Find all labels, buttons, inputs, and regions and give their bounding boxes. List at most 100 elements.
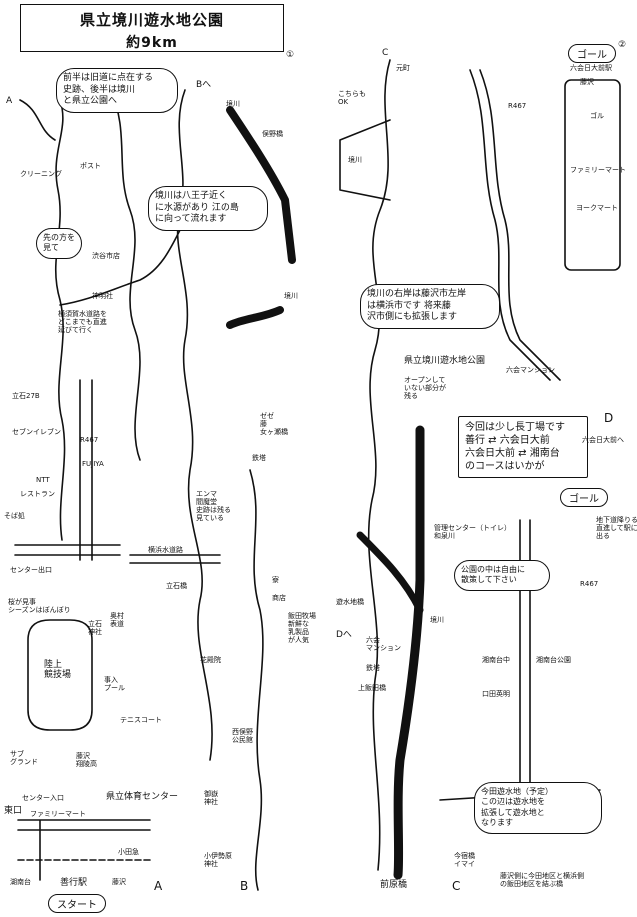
start-label: スタート xyxy=(48,894,106,913)
label-shop: 商店 xyxy=(272,594,286,602)
label-motomachi: 元町 xyxy=(396,64,410,72)
note-line: 今田遊水地（予定） xyxy=(481,787,553,796)
label-line: プール xyxy=(104,684,125,693)
station-rokkai: 六会日大前 xyxy=(499,435,550,446)
label-cleaning: クリーニング xyxy=(20,170,62,178)
label-kuchida: 口田英明 xyxy=(482,690,510,698)
label-kochira-ok: こちらも OK xyxy=(338,90,366,106)
note-line: のコースはいかが xyxy=(465,461,545,472)
label-nishimatano-hall: 西俣野 公民館 xyxy=(232,728,253,744)
label-line: OK xyxy=(338,98,349,107)
label-megase-bridge: ゼゼ 藤 女ヶ瀬橋 xyxy=(260,412,288,436)
label-line: の飯田地区を結ぶ橋 xyxy=(500,880,563,889)
label-maebara-bridge: 前原橋 xyxy=(380,880,408,890)
label-park: 県立境川遊水地公園 xyxy=(404,356,486,366)
label-shinmei-shrine: 神明社 xyxy=(92,292,113,300)
road-a-water xyxy=(59,229,181,306)
label-shibuya: 渋谷市店 xyxy=(92,252,120,260)
label-underpass: 地下道降りる 直進して駅に 出る xyxy=(596,516,637,540)
label-tachiishi-27b: 立石27B xyxy=(12,392,40,400)
road-b-yokohama xyxy=(129,554,221,564)
label-tachiishi-shrine: 立石 神社 xyxy=(88,620,102,636)
note-park-stroll: 公園の中は自由に 散策して下さい xyxy=(454,560,550,591)
label-kamiiida-bridge: 上飯田橋 xyxy=(358,684,386,692)
road-c-r467 xyxy=(479,69,561,381)
label-admin-center: 管理センター（トイレ） 和泉川 xyxy=(434,524,511,540)
label-tachiishi-bridge: 立石橋 xyxy=(166,582,187,590)
label-fujisawa-ryoto: 藤沢 翔陵高 xyxy=(76,752,97,768)
label-shonandai-middle: 湘南台中 xyxy=(482,656,510,664)
label-line: エンマ xyxy=(196,490,217,498)
label-line: 出る xyxy=(596,532,610,541)
note-route-2: 六会日大前 ⇄ 湘南台 xyxy=(465,448,560,459)
label-line: グランド xyxy=(10,758,38,767)
label-line: 事入 xyxy=(104,676,118,684)
label-r467-c: R467 xyxy=(580,580,599,588)
label-line: 和泉川 xyxy=(434,532,455,541)
label-matano-bridge: 俣野橋 xyxy=(262,130,283,138)
label-not-open: オープンして いない部分が 残る xyxy=(404,376,446,400)
label-line: 見ている xyxy=(196,514,224,523)
label-center-exit: センター出口 xyxy=(10,566,52,574)
label-line: 神社 xyxy=(204,798,218,807)
note-line: 今回は少し長丁場です xyxy=(465,422,565,433)
label-line: 新鮮な xyxy=(288,620,309,629)
label-line: 飯田牧場 xyxy=(288,612,316,620)
river-c-upper xyxy=(356,531,424,614)
label-r467-a: R467 xyxy=(80,436,99,444)
note-line: なります xyxy=(481,818,513,828)
label-enma-hall: エンマ 閻魔堂 史跡は残る 見ている xyxy=(196,490,231,522)
map-distance: 約9km xyxy=(126,35,178,51)
label-yokohama-water: 横須賀水道路を どこまでも直進 延びて行く xyxy=(58,310,107,334)
title-box: 県立境川遊水地公園 約9km xyxy=(20,4,284,52)
label-restaurant: レストラン xyxy=(20,490,55,498)
label-imajuku-bridge: 今宿橋 イマイ xyxy=(454,852,475,868)
label-line: ゼゼ xyxy=(260,412,274,420)
label-line: 西俣野 xyxy=(232,728,253,736)
label-line: シーズンはぼんぼり xyxy=(8,606,71,615)
note-border: 境川の右岸は藤沢市左岸 は横浜市です 将来藤 沢市側にも拡張します xyxy=(360,284,500,330)
note-line: と県立公園へ xyxy=(63,96,118,107)
label-tower-b: 鉄塔 xyxy=(252,454,266,462)
note-line: に向って流れます xyxy=(155,214,227,225)
label-sakaigawa-top: 境川 xyxy=(348,156,362,164)
label-iida-farm: 飯田牧場 新鮮な 乳製品 が人気 xyxy=(288,612,316,644)
label-retention-bridge: 遊水地橋 xyxy=(336,598,364,606)
label-rokkai-station: 六会日大前駅 xyxy=(570,64,612,72)
block-goal1 xyxy=(564,79,621,271)
label-kaden-in: 花殿院 xyxy=(200,656,221,664)
label-imada-bridge-note: 藤沢側に今田地区と横浜側 の飯田地区を結ぶ橋 xyxy=(500,872,584,888)
label-zengyo-station: 善行駅 xyxy=(60,878,88,888)
label-shonandai-a: 湖南台 xyxy=(10,878,31,886)
label-tower-c: 鉄塔 xyxy=(366,664,380,672)
label-line: マンション xyxy=(366,644,401,653)
note-line: 先の方を xyxy=(43,233,75,242)
label-line: 藤沢 xyxy=(76,752,90,760)
river-b-lower xyxy=(226,306,284,329)
label-dorm: 寮 xyxy=(272,576,279,584)
label-line: オープンして xyxy=(404,376,446,384)
note-look-ahead: 先の方を 見て xyxy=(36,228,82,259)
label-family-mart: ファミリーマート xyxy=(30,810,86,818)
route-letter-a-top: A xyxy=(6,96,13,106)
label-line: 藤 xyxy=(260,420,267,429)
map-title: 県立境川遊水地公園 xyxy=(79,11,224,29)
label-east-exit: 東口 xyxy=(4,806,23,816)
label-line: 直進して駅に xyxy=(596,524,637,533)
label-goal-dorm: ゴル xyxy=(590,112,604,120)
label-line: 小伊勢原 xyxy=(204,852,232,860)
label-pref-sports-center: 県立体育センター xyxy=(106,792,179,802)
label-mitake-shrine: 御嶽 神社 xyxy=(204,790,218,806)
label-sub-ground: サブ グランド xyxy=(10,750,38,766)
label-line: 陸上 xyxy=(44,660,63,670)
label-line: 立石 xyxy=(88,620,102,628)
note-line: 沢市側にも拡張します xyxy=(367,312,458,323)
label-fujisawa-a: 藤沢 xyxy=(112,878,126,886)
route-letter-d-right: D xyxy=(604,411,614,425)
goal-label-1: ゴール xyxy=(568,44,616,63)
page-marker-2: ② xyxy=(618,40,627,50)
label-line: 御嶽 xyxy=(204,790,218,798)
route-letter-c-bottom: C xyxy=(452,879,461,893)
road-c-branch xyxy=(339,119,391,201)
note-line: 史跡、後半は境川 xyxy=(63,84,136,95)
